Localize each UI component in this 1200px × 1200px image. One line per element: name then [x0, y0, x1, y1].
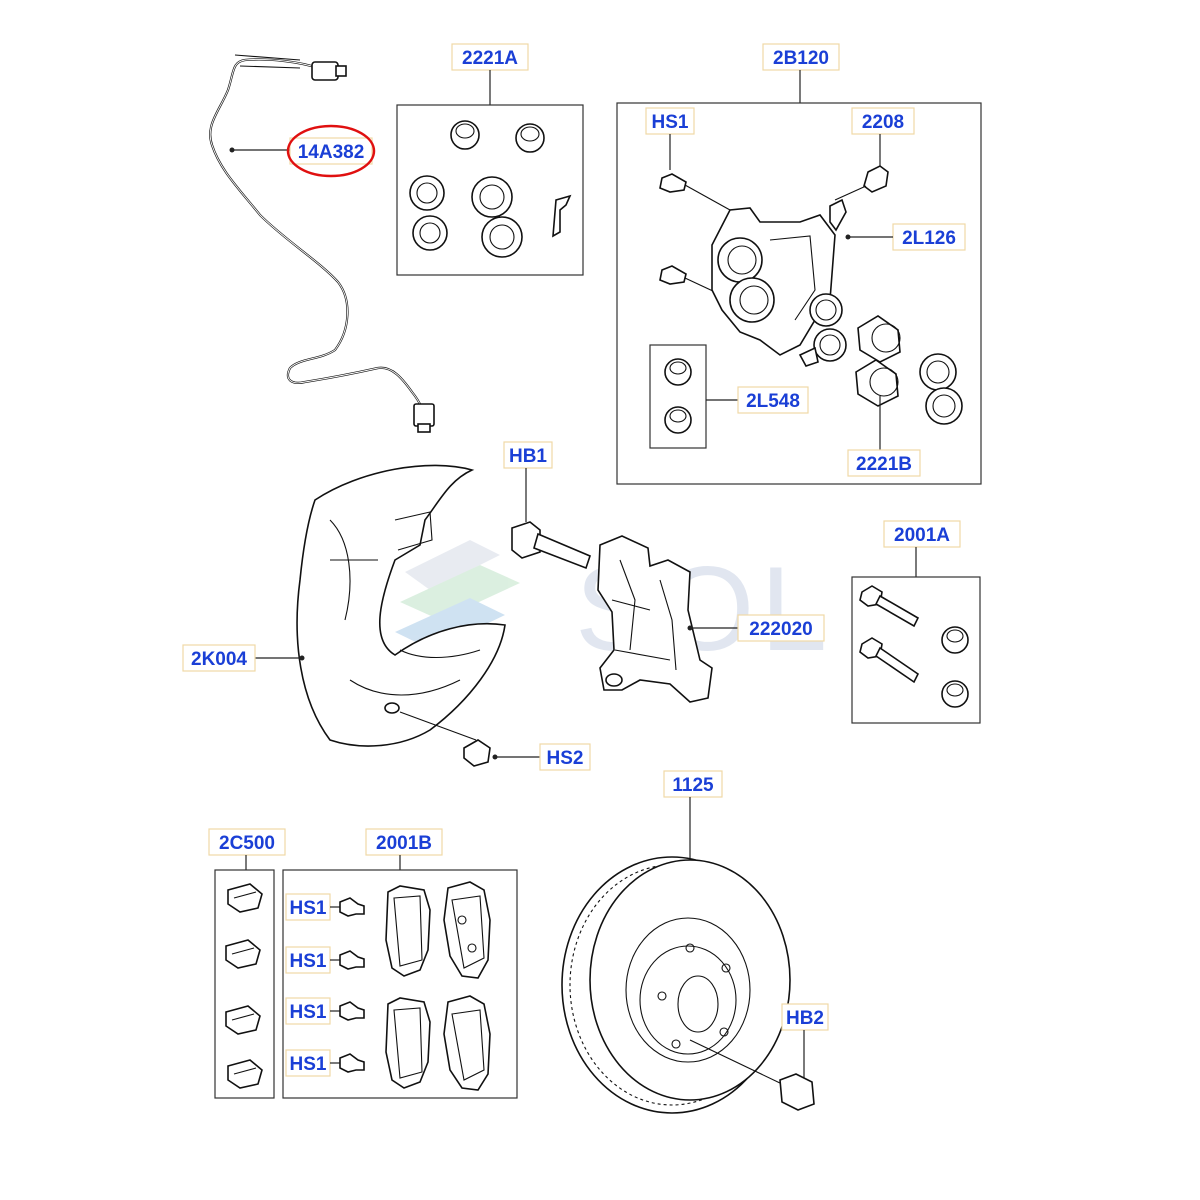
part-number-text: 2221B	[856, 454, 912, 475]
part-number-box	[663, 770, 723, 798]
label-HS1-pad-2[interactable]: HS1	[285, 946, 331, 974]
label-222020[interactable]: 222020	[737, 614, 825, 642]
label-2B120[interactable]: 2B120	[762, 43, 840, 71]
seal-kit-frame	[396, 104, 584, 276]
highlight-circle	[286, 124, 376, 178]
label-HS1-pad-4[interactable]: HS1	[285, 1049, 331, 1077]
caliper-bushes	[664, 358, 692, 434]
carrier-bolt	[511, 521, 591, 570]
part-number-box	[737, 386, 809, 414]
brake-pad-kit-frame	[282, 869, 518, 1099]
brake-disc	[561, 856, 791, 1114]
label-2L126[interactable]: 2L126	[892, 223, 966, 251]
part-number-box	[645, 107, 695, 135]
part-number-text: 2208	[862, 112, 904, 133]
part-number-text: HS1	[290, 1002, 327, 1023]
label-2K004[interactable]: 2K004	[182, 644, 256, 672]
label-2L548[interactable]: 2L548	[737, 386, 809, 414]
watermark-logo-icon	[395, 540, 520, 650]
part-number-text: 2C500	[219, 833, 275, 854]
part-number-box	[365, 828, 443, 856]
part-number-text: HB1	[509, 446, 547, 467]
part-number-box	[182, 644, 256, 672]
seal-kit-parts	[409, 120, 572, 258]
part-number-text: HS1	[290, 898, 327, 919]
part-number-box	[737, 614, 825, 642]
part-number-box	[539, 743, 591, 771]
part-number-text: 2K004	[191, 649, 247, 670]
label-HS2[interactable]: HS2	[539, 743, 591, 771]
part-number-box	[451, 43, 529, 71]
caliper-assembly-frame	[616, 102, 982, 485]
part-number-box	[847, 449, 921, 477]
part-number-text: HS1	[652, 112, 689, 133]
part-number-text: 2001B	[376, 833, 432, 854]
label-2221B[interactable]: 2221B	[847, 449, 921, 477]
label-HS1-caliper[interactable]: HS1	[645, 107, 695, 135]
label-HS1-pad-3[interactable]: HS1	[285, 997, 331, 1025]
abs-sensor-harness	[209, 54, 435, 433]
part-number-text: 2L126	[902, 228, 956, 249]
label-14A382[interactable]: 14A382	[289, 137, 373, 165]
label-2221A[interactable]: 2221A	[451, 43, 529, 71]
part-number-text: 2221A	[462, 48, 518, 69]
carrier-bolt-kit-frame	[851, 576, 981, 724]
label-2001B[interactable]: 2001B	[365, 828, 443, 856]
part-number-text: HS1	[290, 951, 327, 972]
part-number-text: 2L548	[746, 391, 800, 412]
part-number-text: HB2	[786, 1008, 824, 1029]
pad-clip-kit-frame	[214, 869, 275, 1099]
label-2001A[interactable]: 2001A	[883, 520, 961, 548]
part-number-box	[851, 107, 915, 135]
part-number-box	[285, 1049, 331, 1077]
part-number-text: 14A382	[298, 142, 365, 163]
pad-clips	[225, 883, 263, 1089]
part-number-box	[208, 828, 286, 856]
label-HB2[interactable]: HB2	[781, 1003, 829, 1031]
caliper-carrier	[597, 535, 713, 703]
shield-screw	[399, 711, 491, 767]
label-2C500[interactable]: 2C500	[208, 828, 286, 856]
part-number-text: HS1	[290, 1054, 327, 1075]
label-HS1-pad-1[interactable]: HS1	[285, 893, 331, 921]
label-HB1[interactable]: HB1	[503, 441, 553, 469]
carrier-bolt-kit-parts	[859, 585, 969, 708]
brake-pads	[385, 881, 491, 1091]
caliper-bush-frame	[649, 344, 707, 449]
label-1125[interactable]: 1125	[663, 770, 723, 798]
part-number-box	[883, 520, 961, 548]
part-number-text: 2B120	[773, 48, 829, 69]
part-number-box	[503, 441, 553, 469]
splash-shield	[296, 464, 506, 747]
label-2208[interactable]: 2208	[851, 107, 915, 135]
part-number-box	[762, 43, 840, 71]
caliper-body	[659, 165, 963, 425]
part-number-text: 2001A	[894, 525, 950, 546]
part-number-box	[781, 1003, 829, 1031]
part-number-text: HS2	[547, 748, 584, 769]
pad-bolts	[339, 897, 365, 1073]
part-number-box	[289, 137, 373, 165]
part-number-text: 1125	[672, 775, 714, 796]
disc-screw	[689, 1039, 815, 1111]
part-number-text: 222020	[749, 619, 812, 640]
part-number-box	[285, 893, 331, 921]
part-number-box	[285, 946, 331, 974]
part-number-box	[285, 997, 331, 1025]
